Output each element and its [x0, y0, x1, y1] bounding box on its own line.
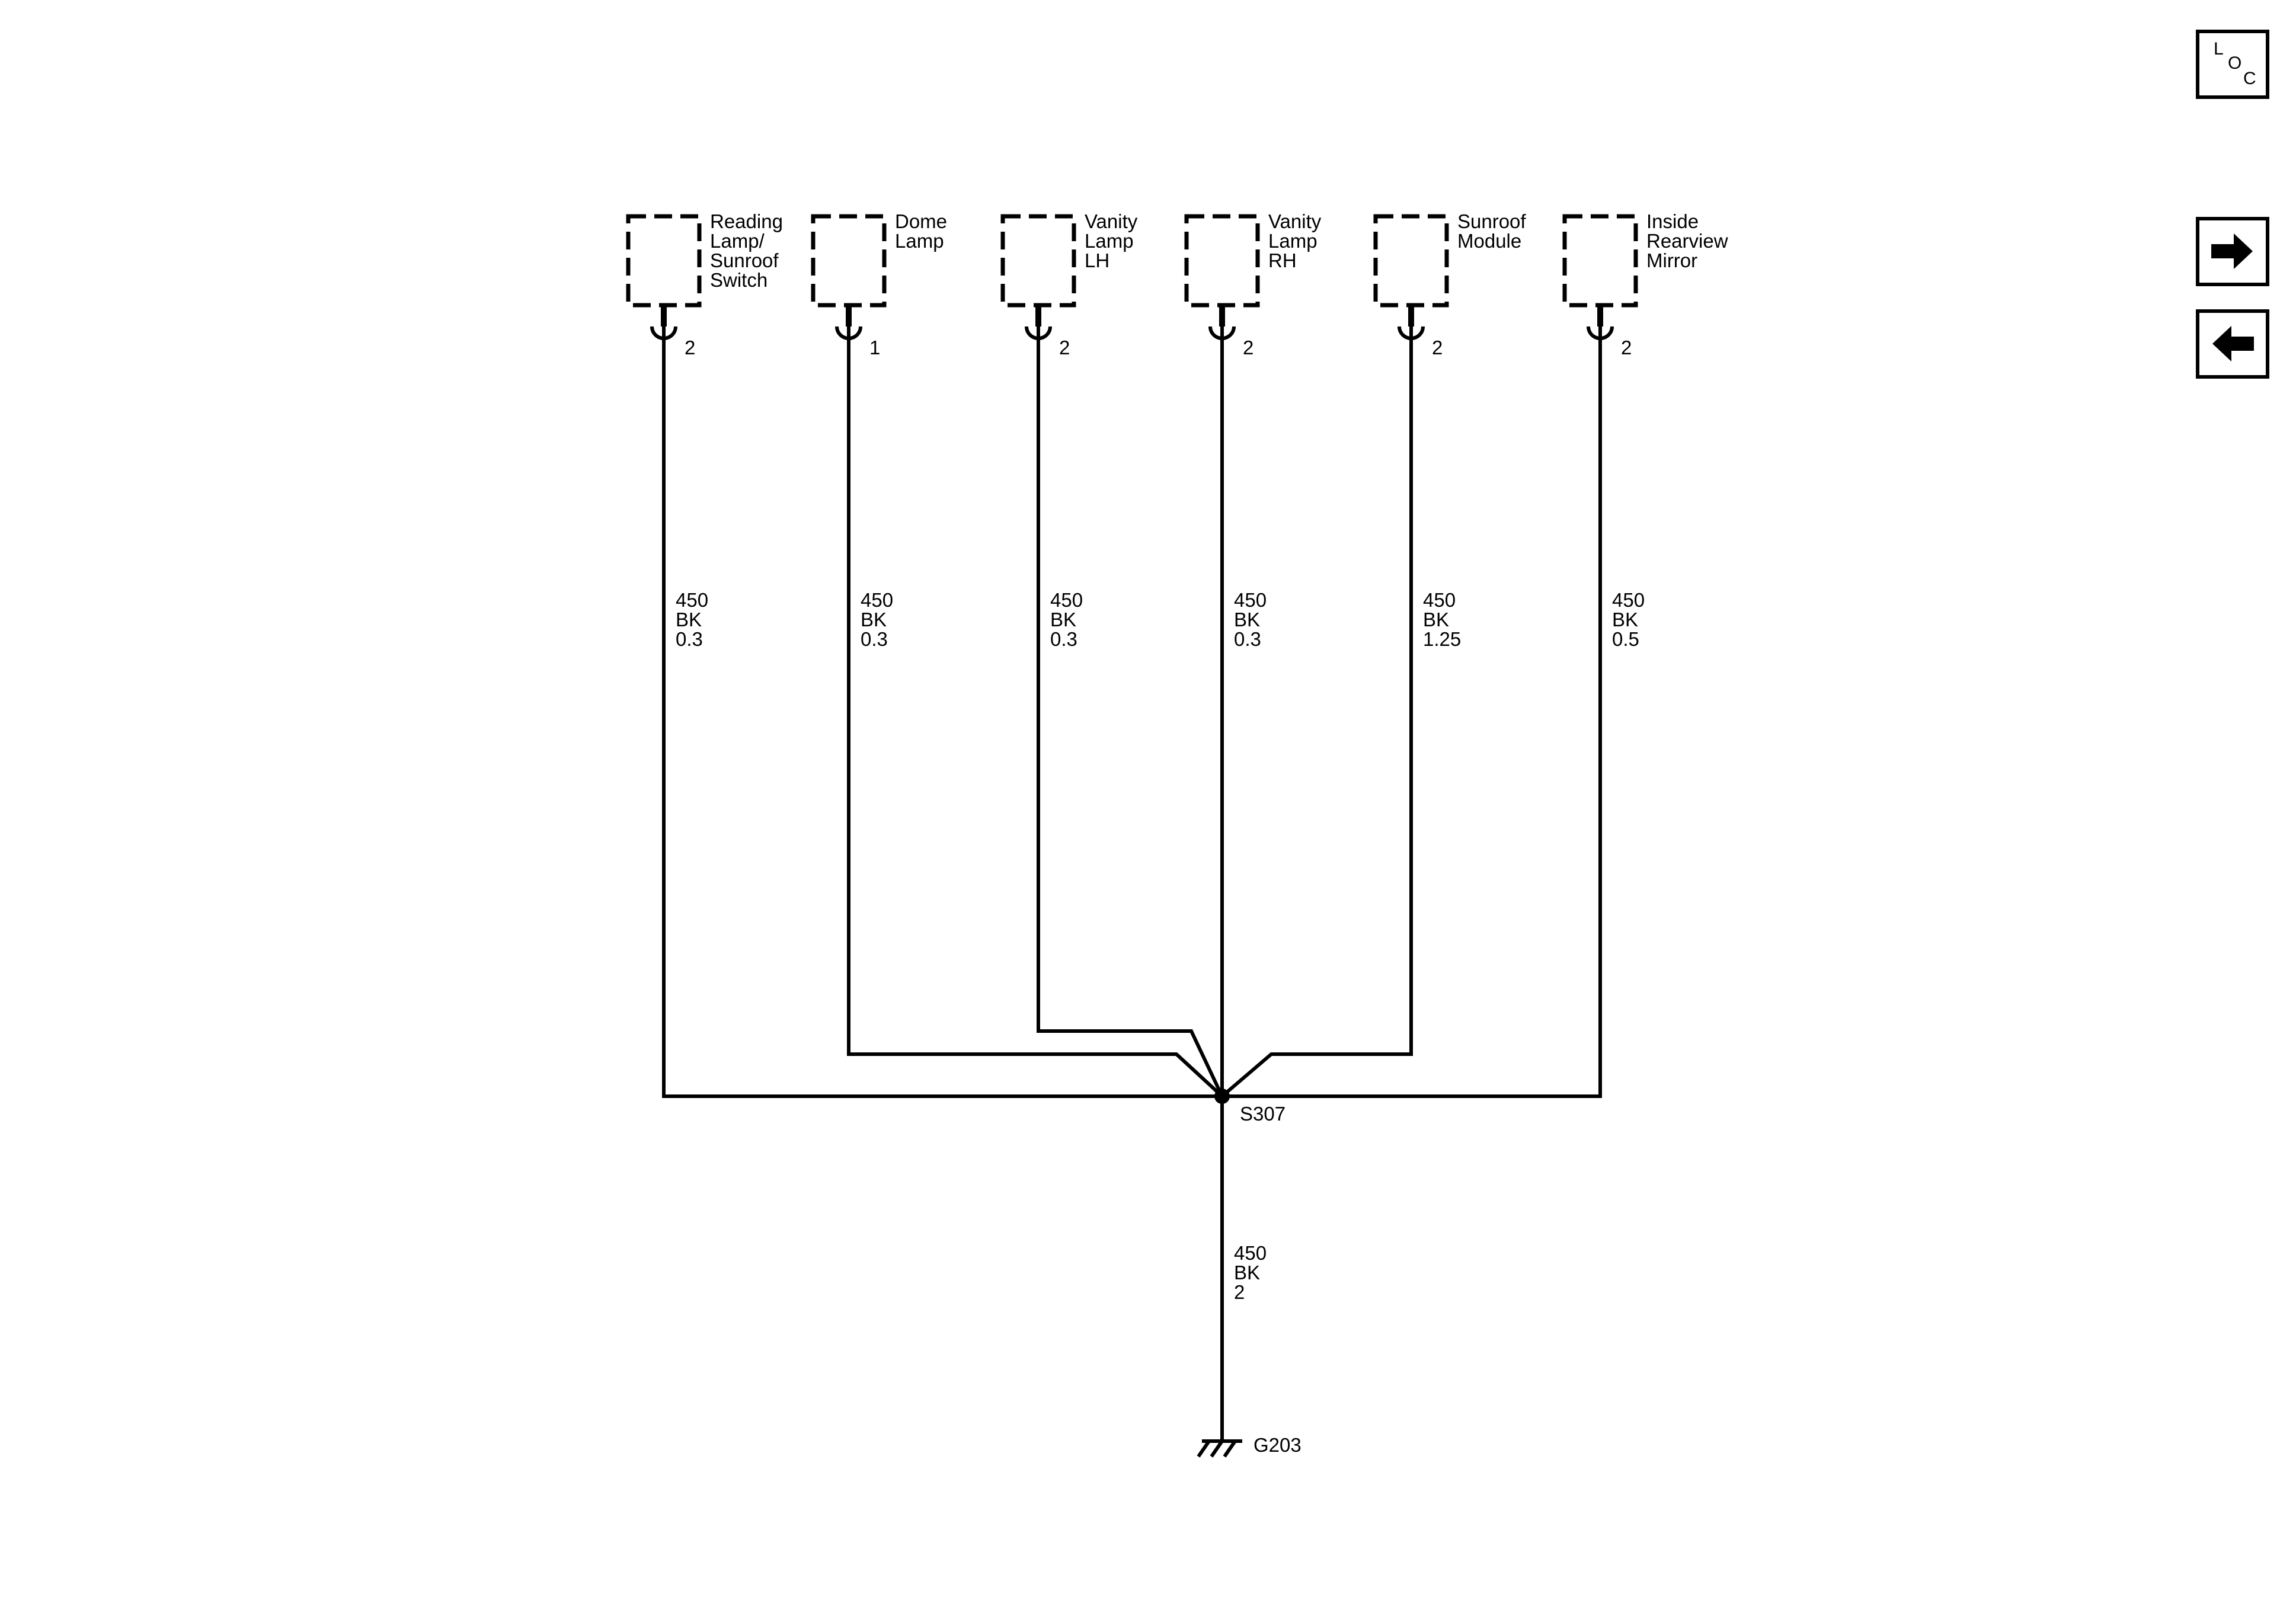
component-label-line: Reading: [710, 210, 783, 232]
component-label-line: Lamp: [1085, 230, 1134, 252]
loc-letter-c: C: [2243, 69, 2256, 88]
splice-label: S307: [1240, 1103, 1285, 1125]
wire-inside-rearview-mirror: [1222, 353, 1602, 1098]
wire-number: 450: [1423, 589, 1456, 611]
ground-symbol-icon: [1197, 1439, 1242, 1458]
component-label-line: Dome: [895, 210, 947, 232]
wire-color: BK: [1423, 609, 1449, 630]
component-box: [1000, 214, 1076, 308]
component-label-line: Switch: [710, 269, 768, 291]
loc-letter-o: O: [2228, 53, 2242, 73]
terminal-stub: [661, 305, 667, 327]
component-label-line: LH: [1085, 249, 1109, 271]
terminal-stub: [1408, 305, 1414, 327]
arrow-left-icon: [2212, 326, 2254, 361]
wire-sunroof-module: [1221, 353, 1413, 1098]
pin-number: 2: [1432, 337, 1443, 359]
component-label-line: Sunroof: [710, 249, 779, 271]
terminal-stub: [1219, 305, 1225, 327]
arrow-right-icon: [2211, 233, 2253, 269]
wire-reading-lamp: [662, 353, 1222, 1098]
wire-dome-lamp: [847, 353, 1224, 1098]
wire-number: 450: [676, 589, 708, 611]
wire-size: 0.3: [676, 628, 703, 650]
terminal-stub: [1597, 305, 1603, 327]
wire-color: BK: [1234, 609, 1260, 630]
component-box: [1562, 214, 1638, 308]
loc-letter-l: L: [2214, 39, 2224, 59]
loc-button[interactable]: L O C: [2196, 30, 2269, 99]
component-label-line: Sunroof: [1457, 210, 1526, 232]
next-page-button[interactable]: [2196, 217, 2269, 286]
wire-color: BK: [676, 609, 702, 630]
component-label-line: Lamp/: [710, 230, 765, 252]
wire-size: 0.3: [1050, 628, 1077, 650]
wire-size: 0.5: [1612, 628, 1639, 650]
component-label-line: Inside: [1646, 210, 1699, 232]
component-label-line: Rearview: [1646, 230, 1728, 252]
component-label-line: Lamp: [895, 230, 944, 252]
ground-label: G203: [1253, 1434, 1302, 1456]
pin-number: 2: [1243, 337, 1253, 359]
component-box: [1184, 214, 1260, 308]
ground-wire-number: 450: [1234, 1242, 1267, 1264]
pin-number: 2: [1059, 337, 1070, 359]
ground-wire-color: BK: [1234, 1262, 1260, 1283]
component-box: [1373, 214, 1449, 308]
wire-vanity-lamp-lh: [1037, 353, 1224, 1097]
ground-wire-label: 450 BK 2: [1234, 1242, 1267, 1303]
wire-size: 1.25: [1423, 628, 1461, 650]
pin-number: 2: [1621, 337, 1632, 359]
wire-color: BK: [1612, 609, 1638, 630]
component-box: [626, 214, 702, 308]
component-label-line: Mirror: [1646, 249, 1697, 271]
pin-number: 1: [869, 337, 880, 359]
harness-wires: [662, 353, 1602, 1440]
wire-size: 0.3: [1234, 628, 1261, 650]
component-label-line: Lamp: [1268, 230, 1318, 252]
component-label-line: RH: [1268, 249, 1297, 271]
splice-s307: [1214, 1089, 1230, 1104]
component-box: [811, 214, 887, 308]
component-label-line: Vanity: [1085, 210, 1138, 232]
wire-number: 450: [1050, 589, 1083, 611]
ground-wire-size: 2: [1234, 1281, 1245, 1303]
terminal-stub: [846, 305, 852, 327]
wire-number: 450: [861, 589, 893, 611]
component-label-line: Vanity: [1268, 210, 1322, 232]
wire-number: 450: [1234, 589, 1267, 611]
components-group: ReadingLamp/SunroofSwitch2450BK0.3DomeLa…: [626, 210, 1728, 650]
previous-page-button[interactable]: [2196, 309, 2269, 379]
wire-number: 450: [1612, 589, 1645, 611]
component-label-line: Module: [1457, 230, 1521, 252]
wire-color: BK: [1050, 609, 1076, 630]
wire-color: BK: [861, 609, 887, 630]
wire-size: 0.3: [861, 628, 888, 650]
terminal-stub: [1035, 305, 1041, 327]
pin-number: 2: [685, 337, 695, 359]
